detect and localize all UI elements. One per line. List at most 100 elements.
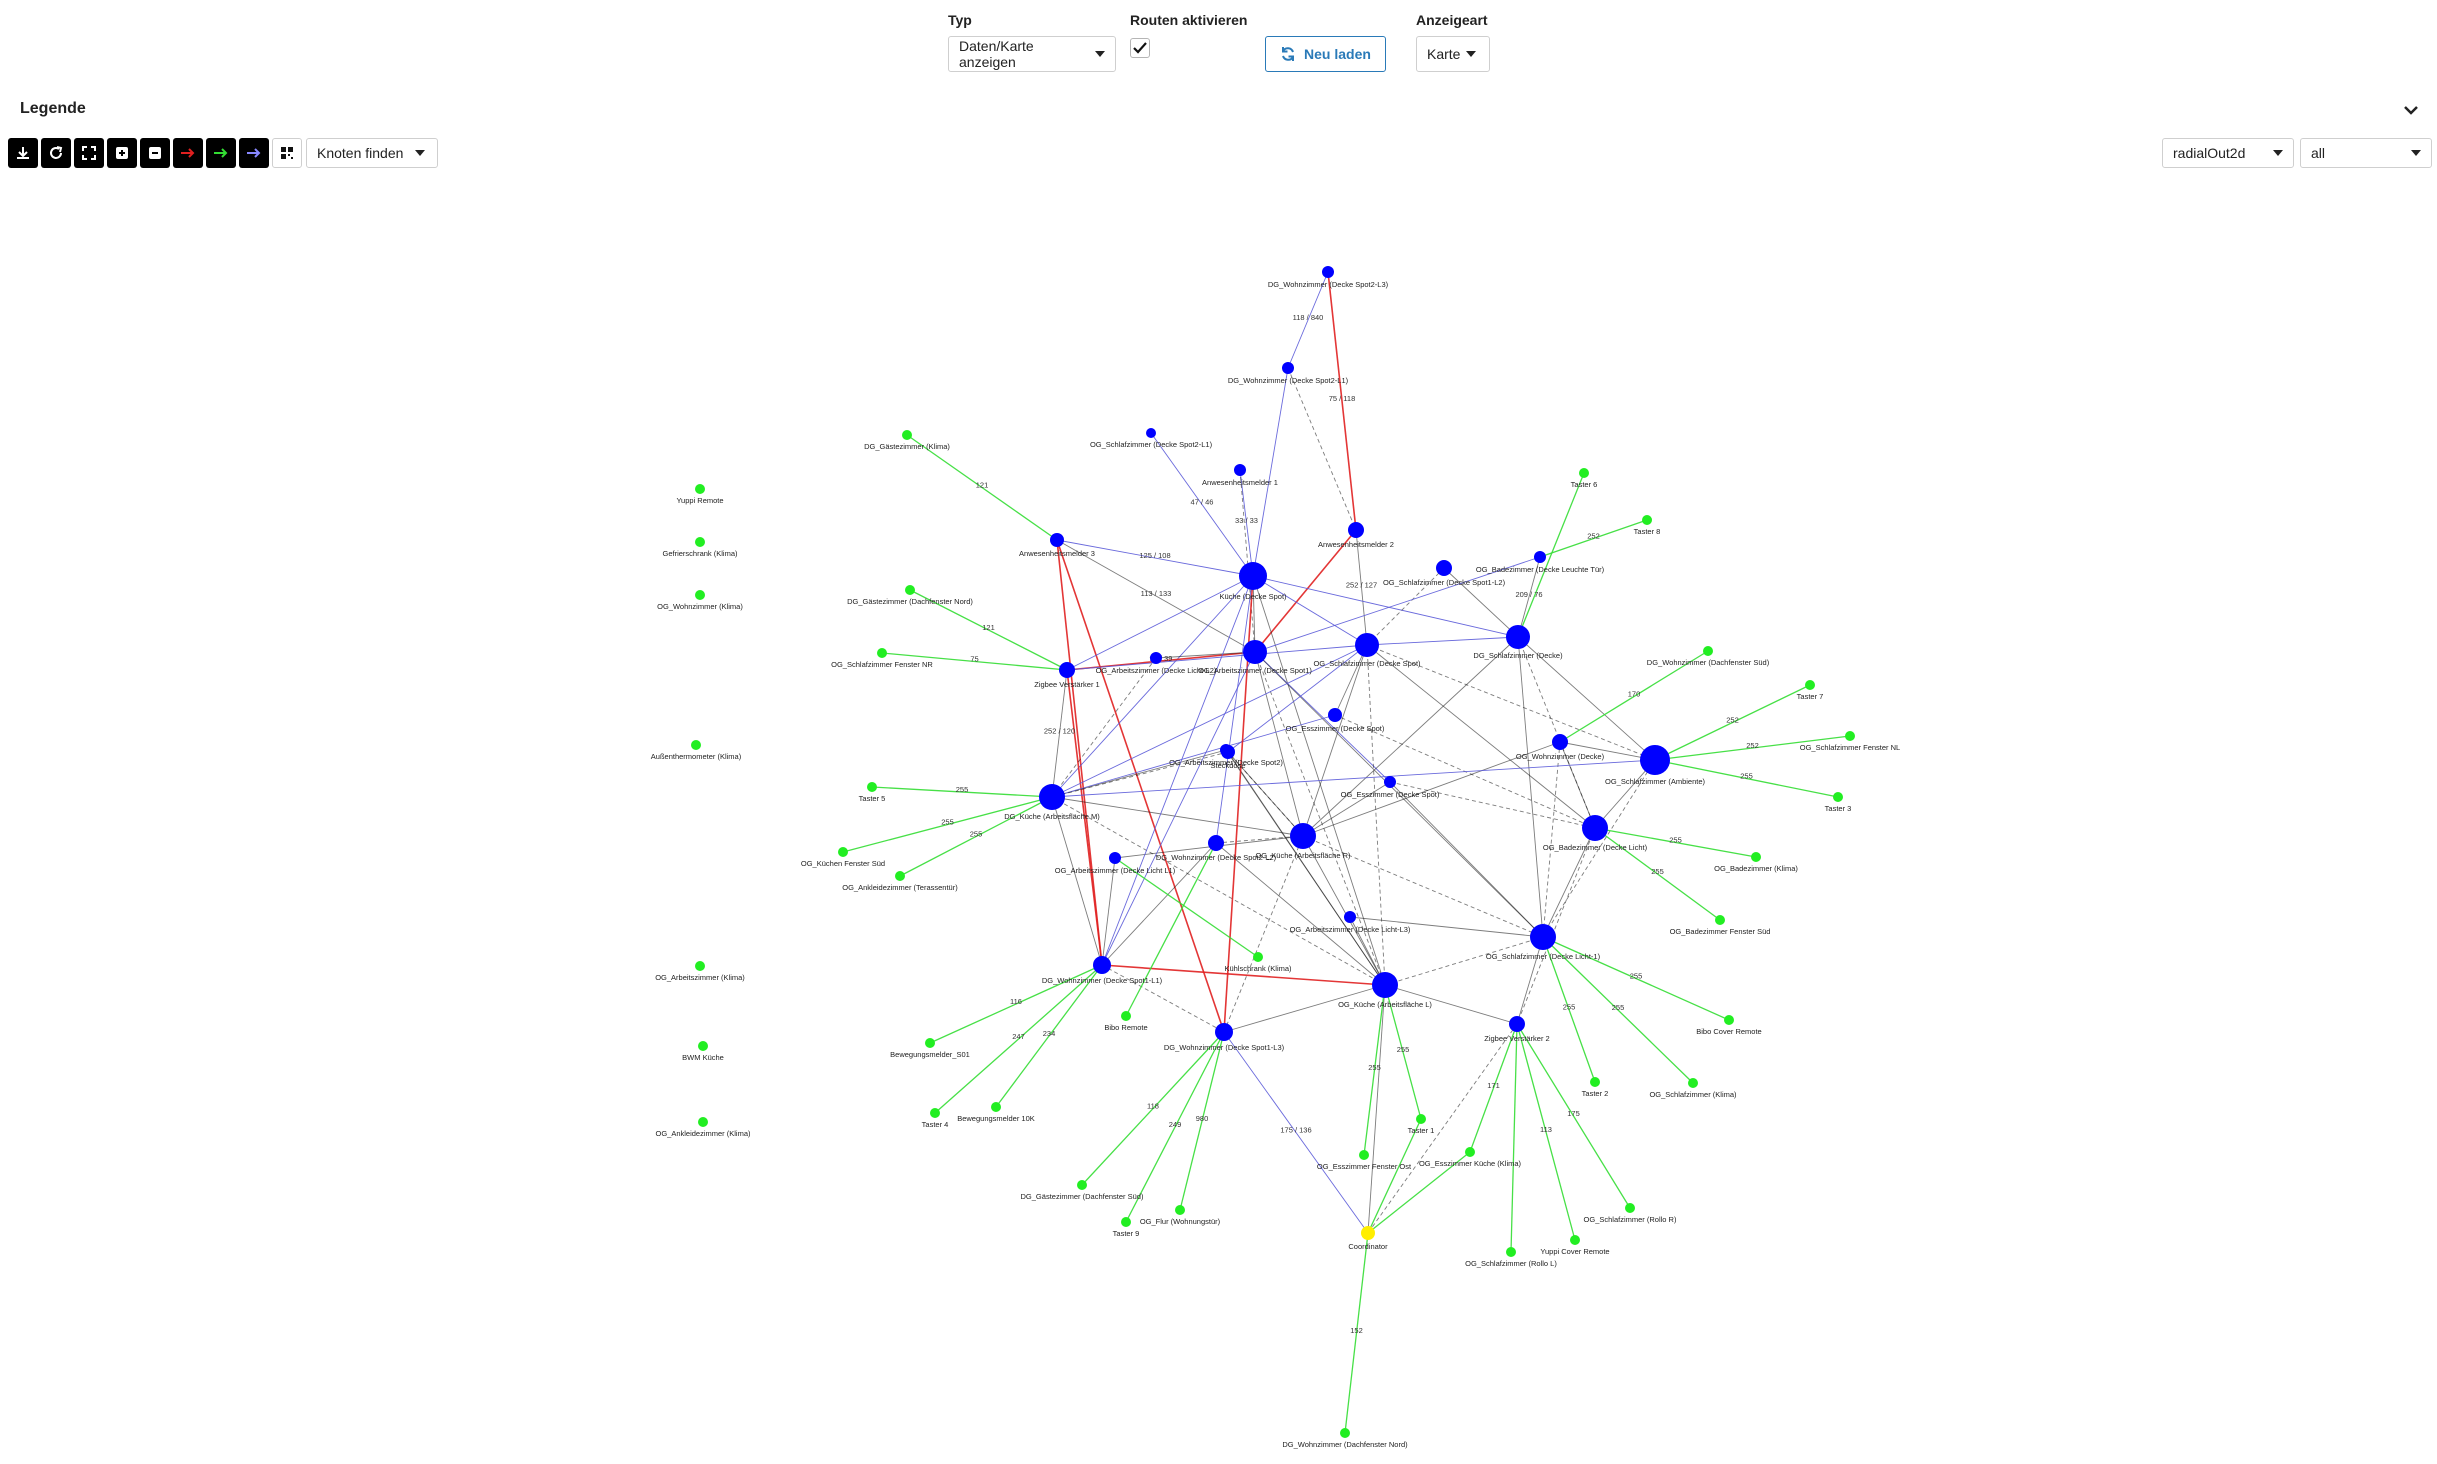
reload-button[interactable]: Neu laden [1265,36,1386,72]
graph-node-router[interactable] [1208,835,1224,851]
graph-node-router[interactable] [1348,522,1364,538]
edge-label: 980 [1196,1114,1209,1123]
graph-edge [1254,529,1357,653]
graph-node-enddevice[interactable] [1625,1203,1635,1213]
node-label: OG_Arbeitszimmer (Klima) [655,973,745,982]
graph-node-router[interactable] [1552,734,1568,750]
graph-node-enddevice[interactable] [698,1117,708,1127]
edge-label: 255 [1368,1063,1381,1072]
graph-node-enddevice[interactable] [905,585,915,595]
graph-node-enddevice[interactable] [1579,468,1589,478]
graph-node-enddevice[interactable] [1359,1150,1369,1160]
refresh-button[interactable] [41,138,71,168]
download-button[interactable] [8,138,38,168]
routes-checkbox[interactable] [1130,38,1150,58]
graph-node-router[interactable] [1093,956,1111,974]
graph-node-router[interactable] [1322,266,1334,278]
graph-node-router[interactable] [1109,852,1121,864]
graph-node-enddevice[interactable] [925,1038,935,1048]
graph-node-router[interactable] [1534,551,1546,563]
red-route-button[interactable] [173,138,203,168]
graph-node-enddevice[interactable] [895,871,905,881]
graph-node-enddevice[interactable] [1724,1015,1734,1025]
node-label: Taster 9 [1113,1229,1140,1238]
filter-select[interactable]: all [2300,138,2432,168]
graph-node-router[interactable] [1059,662,1075,678]
graph-node-enddevice[interactable] [695,961,705,971]
zoom-out-button[interactable] [140,138,170,168]
graph-node-enddevice[interactable] [1570,1235,1580,1245]
graph-node-enddevice[interactable] [1703,646,1713,656]
graph-node-enddevice[interactable] [695,590,705,600]
graph-node-router[interactable] [1243,640,1267,664]
view-select[interactable]: Karte [1416,36,1490,72]
graph-node-router[interactable] [1355,633,1379,657]
graph-node-router[interactable] [1509,1016,1525,1032]
find-node-select[interactable]: Knoten finden [306,138,438,168]
graph-node-enddevice[interactable] [695,537,705,547]
zoom-in-button[interactable] [107,138,137,168]
graph-node-enddevice[interactable] [1590,1077,1600,1087]
graph-node-coordinator[interactable] [1361,1226,1375,1240]
graph-node-enddevice[interactable] [838,847,848,857]
graph-node-router[interactable] [1039,784,1065,810]
graph-node-enddevice[interactable] [1121,1011,1131,1021]
graph-node-router[interactable] [1328,708,1342,722]
graph-node-router[interactable] [1384,776,1396,788]
graph-node-enddevice[interactable] [1688,1078,1698,1088]
graph-node-enddevice[interactable] [695,484,705,494]
graph-node-router[interactable] [1530,924,1556,950]
graph-node-router[interactable] [1239,562,1267,590]
graph-node-enddevice[interactable] [691,740,701,750]
graph-node-router[interactable] [1221,745,1235,759]
blue-route-button[interactable] [239,138,269,168]
edge-label: 252 / 120 [1044,727,1075,736]
graph-node-enddevice[interactable] [877,648,887,658]
graph-node-enddevice[interactable] [1121,1217,1131,1227]
graph-node-enddevice[interactable] [698,1041,708,1051]
graph-node-enddevice[interactable] [930,1108,940,1118]
graph-node-enddevice[interactable] [1642,515,1652,525]
graph-node-enddevice[interactable] [1340,1428,1350,1438]
graph-node-enddevice[interactable] [867,782,877,792]
graph-node-router[interactable] [1582,815,1608,841]
fullscreen-button[interactable] [74,138,104,168]
graph-edge [1254,651,1544,938]
graph-node-enddevice[interactable] [1833,792,1843,802]
graph-node-router[interactable] [1372,972,1398,998]
graph-node-router[interactable] [1506,625,1530,649]
node-label: OG_Badezimmer (Decke Leuchte Tür) [1476,565,1605,574]
graph-node-router[interactable] [1282,362,1294,374]
graph-edge [1051,759,1656,798]
graph-edge [1101,651,1256,966]
layout-select[interactable]: radialOut2d [2162,138,2294,168]
graph-node-enddevice[interactable] [1715,915,1725,925]
graph-node-router[interactable] [1234,464,1246,476]
graph-node-enddevice[interactable] [1253,952,1263,962]
graph-node-enddevice[interactable] [991,1102,1001,1112]
graph-node-router[interactable] [1290,823,1316,849]
graph-node-router[interactable] [1146,428,1156,438]
graph-node-enddevice[interactable] [1416,1114,1426,1124]
graph-node-enddevice[interactable] [902,430,912,440]
graph-node-enddevice[interactable] [1805,680,1815,690]
graph-node-router[interactable] [1344,911,1356,923]
graph-node-enddevice[interactable] [1175,1205,1185,1215]
edge-label: 247 [1012,1032,1025,1041]
typ-select[interactable]: Daten/Karte anzeigen [948,36,1116,72]
graph-node-enddevice[interactable] [1506,1247,1516,1257]
graph-node-enddevice[interactable] [1465,1147,1475,1157]
graph-node-enddevice[interactable] [1077,1180,1087,1190]
graph-node-router[interactable] [1436,560,1452,576]
grid-button[interactable] [272,138,302,168]
graph-node-router[interactable] [1215,1023,1233,1041]
graph-edge [1223,1031,1369,1234]
graph-node-router[interactable] [1640,745,1670,775]
graph-node-enddevice[interactable] [1751,852,1761,862]
graph-node-enddevice[interactable] [1845,731,1855,741]
chevron-down-icon[interactable] [2402,101,2420,119]
graph-node-router[interactable] [1150,652,1162,664]
graph-node-router[interactable] [1050,533,1064,547]
green-route-button[interactable] [206,138,236,168]
